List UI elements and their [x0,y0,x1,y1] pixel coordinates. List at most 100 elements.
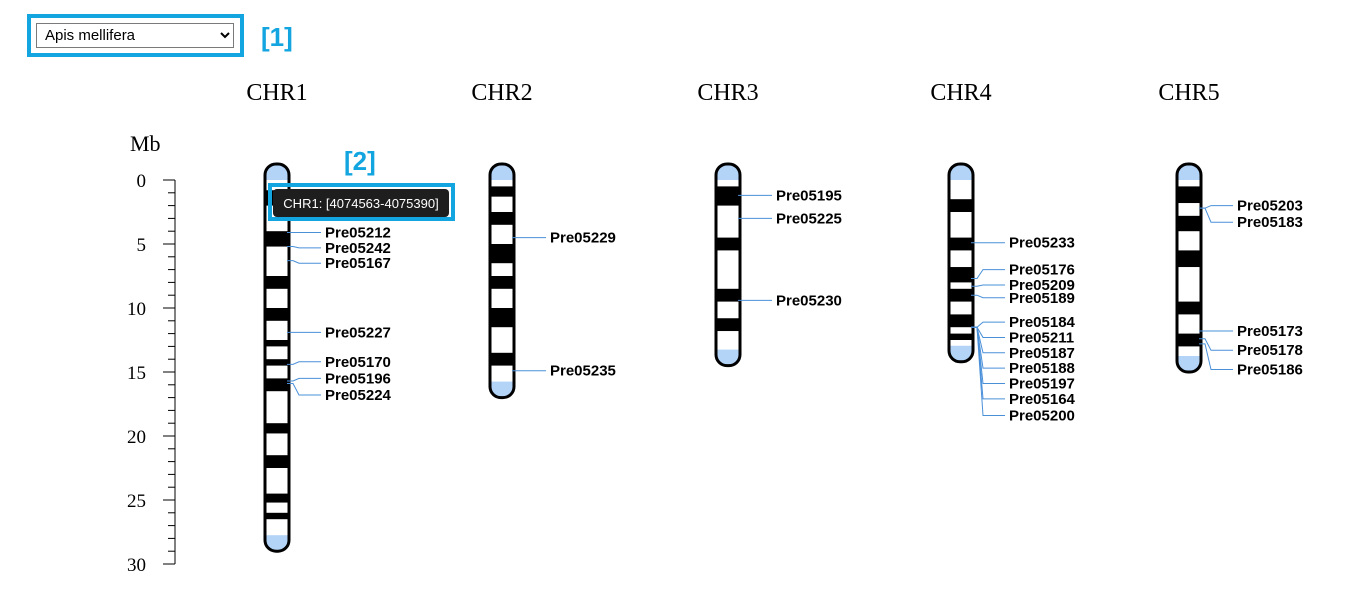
gene-label[interactable]: Pre05203 [1237,198,1303,215]
gene-marker-pre05227[interactable]: Pre05227 [287,324,391,341]
chromosome-chr4[interactable]: CHR4Pre05233Pre05176Pre05209Pre05189Pre0… [930,80,1075,425]
cytoband [1177,215,1201,232]
telomere-top [265,164,289,180]
telomere-top [716,164,740,180]
cytoband [490,186,514,197]
gene-label[interactable]: Pre05224 [325,387,392,404]
gene-label[interactable]: Pre05200 [1009,408,1075,425]
gene-label[interactable]: Pre05167 [325,255,391,272]
cytoband [716,186,740,206]
telomere-bottom [716,349,740,366]
gene-tooltip: CHR1: [4074563-4075390] [273,189,449,217]
gene-label[interactable]: Pre05178 [1237,342,1303,359]
cytoband [490,352,514,366]
gene-label[interactable]: Pre05242 [325,240,391,257]
gene-marker-pre05189[interactable]: Pre05189 [971,290,1075,307]
gene-marker-pre05167[interactable]: Pre05167 [287,255,391,272]
gene-label[interactable]: Pre05235 [550,363,616,380]
species-select[interactable]: Apis mellifera [36,23,234,48]
cytoband [265,308,289,321]
cytoband [949,314,973,328]
gene-label[interactable]: Pre05233 [1009,235,1075,252]
scale-tick-label: 20 [127,427,146,448]
gene-link-line [287,383,321,396]
gene-marker-pre05170[interactable]: Pre05170 [287,354,391,371]
cytoband [490,276,514,289]
gene-marker-pre05233[interactable]: Pre05233 [971,235,1075,252]
cytoband [716,318,740,332]
gene-link-line [287,260,321,264]
annotation-label-1: [1] [261,22,293,52]
gene-label[interactable]: Pre05212 [325,224,391,241]
gene-marker-pre05212[interactable]: Pre05212 [287,224,391,241]
chromosome-outline [488,162,516,400]
gene-marker-pre05209[interactable]: Pre05209 [971,277,1075,294]
gene-label[interactable]: Pre05196 [325,370,391,387]
gene-label[interactable]: Pre05227 [325,324,391,341]
gene-marker-pre05230[interactable]: Pre05230 [738,292,842,309]
gene-label[interactable]: Pre05189 [1009,290,1075,307]
gene-label[interactable]: Pre05170 [325,354,391,371]
gene-marker-pre05196[interactable]: Pre05196 [287,370,391,387]
gene-label[interactable]: Pre05188 [1009,360,1075,377]
cytoband [265,340,289,347]
gene-label[interactable]: Pre05229 [550,230,616,247]
cytoband [490,308,514,328]
cytoband [1177,301,1201,315]
chromosome-chr5[interactable]: CHR5Pre05203Pre05183Pre05173Pre05178Pre0… [1158,80,1303,378]
chromosomes: CHR1Pre05212Pre05242Pre05167Pre05227Pre0… [246,80,1303,553]
gene-link-line [971,326,1005,417]
chromosome-outline [1175,162,1203,374]
gene-marker-pre05229[interactable]: Pre05229 [512,230,616,247]
gene-marker-pre05224[interactable]: Pre05224 [287,383,392,405]
gene-marker-pre05200[interactable]: Pre05200 [971,326,1075,425]
gene-label[interactable]: Pre05211 [1009,329,1074,346]
gene-label[interactable]: Pre05187 [1009,345,1075,362]
cytoband [949,288,973,302]
gene-label[interactable]: Pre05186 [1237,361,1303,378]
cytoband [265,276,289,289]
chromosome-outline [947,162,975,364]
chromosome-title: CHR4 [930,80,991,106]
gene-marker-pre05183[interactable]: Pre05183 [1199,207,1303,231]
gene-marker-pre05195[interactable]: Pre05195 [738,187,842,204]
gene-link-line [287,246,321,249]
gene-link-line [971,326,1005,338]
gene-label[interactable]: Pre05209 [1009,277,1075,294]
chromosome-body [265,164,289,552]
gene-marker-pre05203[interactable]: Pre05203 [1199,198,1303,215]
gene-link-line [971,326,1005,369]
gene-label[interactable]: Pre05173 [1237,323,1303,340]
chromosome-title: CHR1 [246,80,307,106]
cytoband [490,244,514,264]
gene-label[interactable]: Pre05230 [776,292,842,309]
gene-marker-pre05186[interactable]: Pre05186 [1199,343,1303,379]
gene-label[interactable]: Pre05195 [776,187,842,204]
cytoband [949,199,973,212]
gene-link-line [971,294,1005,299]
gene-marker-pre05242[interactable]: Pre05242 [287,240,391,257]
gene-label[interactable]: Pre05197 [1009,376,1075,393]
telomere-bottom [1177,356,1201,372]
gene-marker-pre05225[interactable]: Pre05225 [738,210,842,227]
gene-link-line [287,361,321,365]
gene-label[interactable]: Pre05164 [1009,391,1076,408]
gene-label[interactable]: Pre05176 [1009,262,1075,279]
gene-label[interactable]: Pre05225 [776,210,842,227]
gene-marker-pre05173[interactable]: Pre05173 [1199,323,1303,340]
scale-unit-label: Mb [130,131,161,156]
gene-marker-pre05235[interactable]: Pre05235 [512,363,616,380]
scale-tick-label: 0 [137,171,147,192]
cytoband [1177,186,1201,204]
chromosome-outline [714,162,742,368]
gene-label[interactable]: Pre05184 [1009,314,1076,331]
gene-link-line [971,326,1005,385]
scale-tick-label: 5 [137,235,147,256]
gene-marker-pre05178[interactable]: Pre05178 [1199,338,1303,360]
gene-marker-pre05211[interactable]: Pre05211 [971,326,1074,346]
gene-label[interactable]: Pre05183 [1237,214,1303,231]
gene-marker-pre05176[interactable]: Pre05176 [971,262,1075,280]
chromosome-chr1[interactable]: CHR1Pre05212Pre05242Pre05167Pre05227Pre0… [246,80,392,553]
